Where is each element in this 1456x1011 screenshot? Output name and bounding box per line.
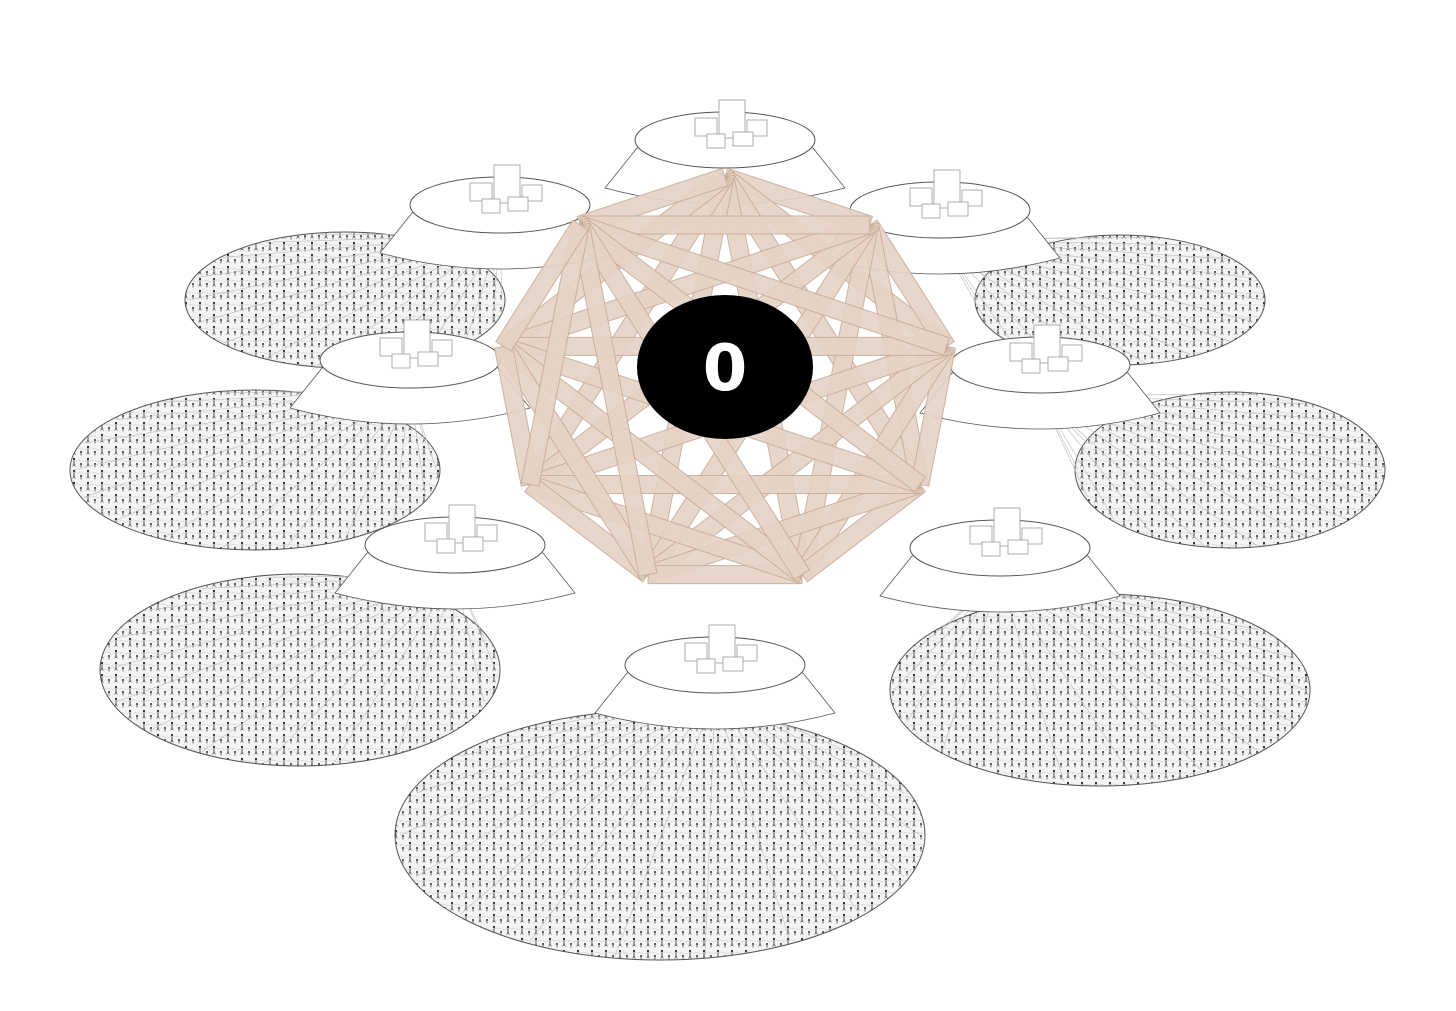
building bbox=[391, 353, 411, 369]
platform bbox=[334, 504, 576, 610]
crowd-rib bbox=[460, 694, 716, 914]
building bbox=[732, 131, 754, 147]
bridge-beam-icon bbox=[523, 476, 655, 583]
bridge-beam-icon bbox=[495, 219, 589, 352]
building bbox=[696, 658, 716, 674]
building-cluster-icon bbox=[469, 164, 543, 214]
crowd-rib bbox=[704, 694, 716, 956]
building-cluster-icon bbox=[424, 504, 498, 554]
building bbox=[462, 536, 484, 552]
platform-skirt bbox=[879, 555, 1121, 613]
bridge-beam-icon bbox=[861, 219, 955, 352]
center-label: 0 bbox=[703, 332, 748, 406]
building bbox=[417, 351, 439, 367]
hub-node-icon bbox=[637, 295, 813, 439]
building bbox=[424, 522, 448, 542]
crowd-rib bbox=[529, 694, 716, 942]
bridge-beam-icon bbox=[795, 476, 927, 583]
building-cluster-icon bbox=[379, 319, 453, 369]
building bbox=[379, 337, 403, 357]
hub-node: 0 bbox=[637, 295, 813, 439]
crowd-people-icon bbox=[69, 389, 441, 551]
crowd-rib bbox=[714, 694, 860, 914]
platform bbox=[919, 324, 1161, 430]
building bbox=[921, 203, 941, 219]
crowd-rib bbox=[614, 694, 716, 956]
platform-skirt bbox=[919, 372, 1161, 430]
platform-skirt bbox=[334, 552, 576, 610]
building bbox=[1047, 356, 1069, 372]
building-cluster-icon bbox=[684, 624, 758, 674]
building bbox=[1021, 358, 1041, 374]
platform bbox=[879, 507, 1121, 613]
building bbox=[694, 117, 718, 137]
building-cluster-icon bbox=[969, 507, 1043, 557]
bridge-beam-icon bbox=[910, 344, 957, 487]
building bbox=[684, 642, 708, 662]
building-cluster-icon bbox=[694, 99, 768, 149]
building bbox=[1009, 342, 1033, 362]
crowd-people-icon bbox=[889, 593, 1311, 787]
building bbox=[481, 198, 501, 214]
crowd-people-icon bbox=[394, 709, 926, 961]
building-cluster-icon bbox=[1009, 324, 1083, 374]
building bbox=[969, 525, 993, 545]
building bbox=[722, 656, 744, 672]
platform bbox=[289, 319, 531, 425]
crowd-rib bbox=[714, 694, 791, 942]
platform bbox=[594, 624, 836, 730]
building bbox=[947, 201, 969, 217]
crowd-layer bbox=[69, 231, 1386, 961]
building bbox=[1007, 539, 1029, 555]
building bbox=[909, 187, 933, 207]
building bbox=[436, 538, 456, 554]
building bbox=[469, 182, 493, 202]
crowd-rib bbox=[999, 577, 1136, 783]
building bbox=[507, 196, 529, 212]
building bbox=[981, 541, 1001, 557]
platform-skirt bbox=[594, 672, 836, 730]
building bbox=[706, 133, 726, 149]
building-cluster-icon bbox=[909, 169, 983, 219]
